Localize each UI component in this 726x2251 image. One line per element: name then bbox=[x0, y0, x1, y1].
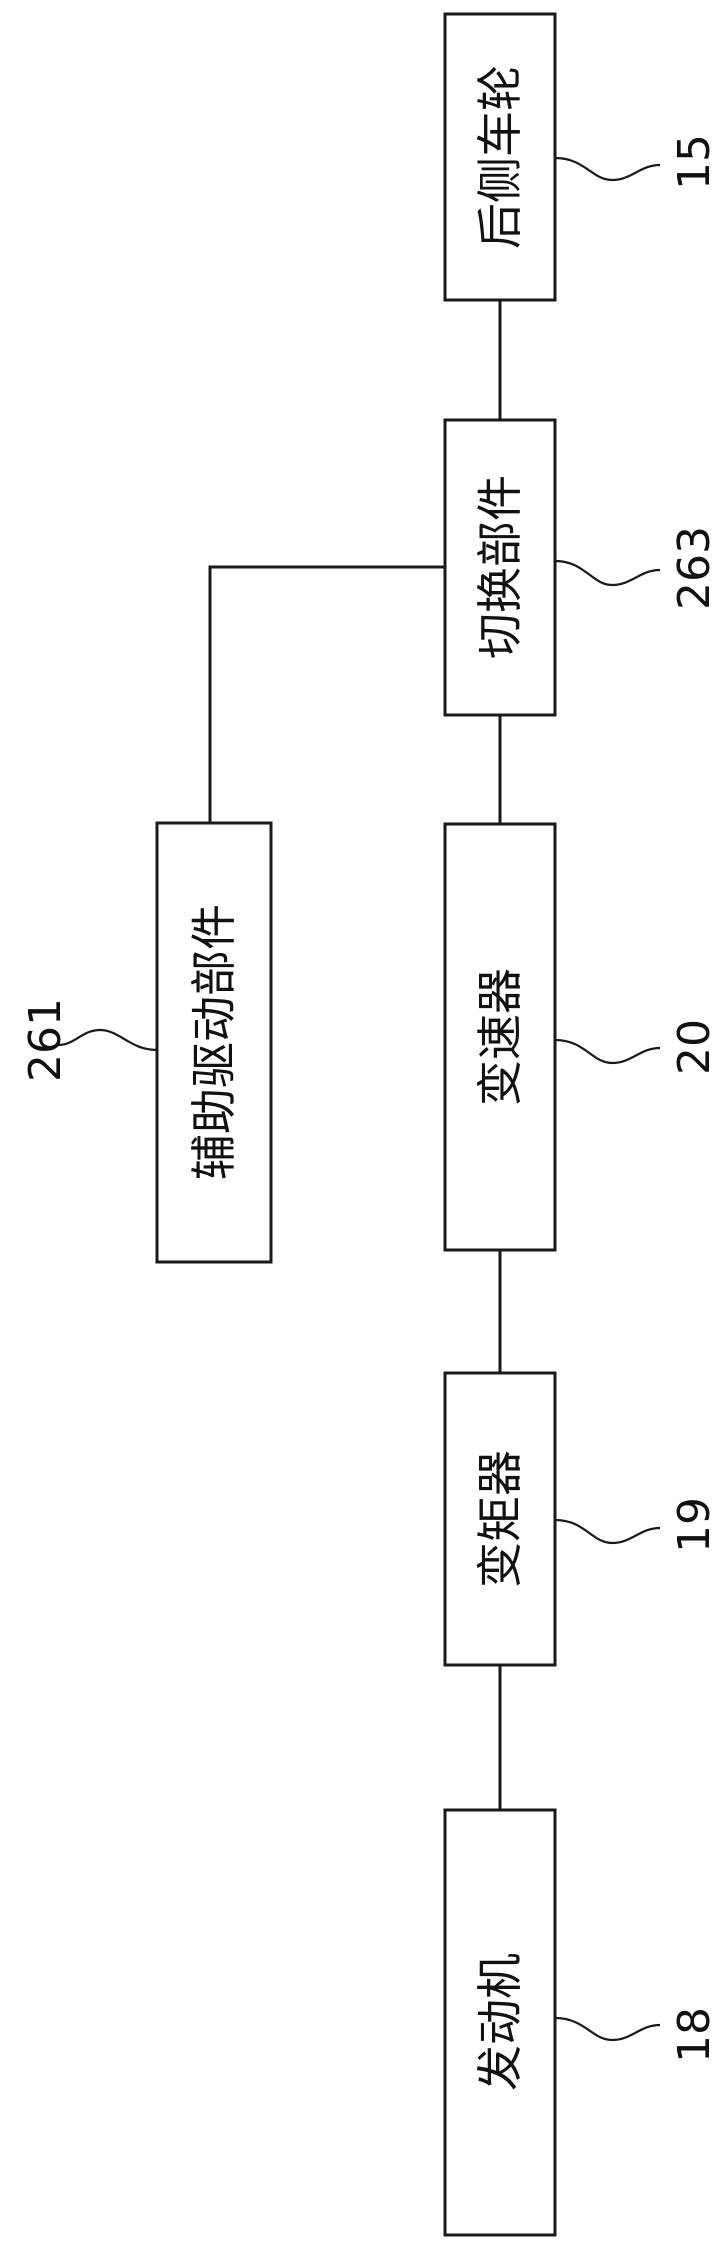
switching-part-leader bbox=[554, 559, 661, 587]
line-aux-drive-switching-part bbox=[208, 565, 445, 823]
block-aux-drive-part: 辅助驱动部件 261 bbox=[20, 821, 273, 1264]
switching-part-label: 切换部件 bbox=[473, 475, 527, 659]
block-rear-wheel: 后侧车轮 15 bbox=[443, 12, 720, 302]
rear-wheel-leader bbox=[554, 156, 661, 182]
block-switching-part: 切换部件 263 bbox=[443, 418, 720, 717]
torque-converter-box bbox=[443, 1371, 557, 1667]
torque-converter-ref: 19 bbox=[669, 1497, 720, 1553]
engine-box bbox=[443, 1808, 557, 2237]
transmission-leader bbox=[554, 1038, 661, 1065]
block-transmission: 变速器 20 bbox=[443, 822, 720, 1252]
aux-drive-part-label: 辅助驱动部件 bbox=[187, 904, 241, 1180]
engine-ref: 18 bbox=[669, 2007, 720, 2063]
block-torque-converter: 变矩器 19 bbox=[443, 1371, 720, 1667]
block-engine: 发动机 18 bbox=[443, 1808, 720, 2237]
engine-leader bbox=[554, 2016, 661, 2042]
rear-wheel-ref: 15 bbox=[669, 134, 720, 190]
torque-converter-leader bbox=[554, 1518, 661, 1545]
transmission-ref: 20 bbox=[669, 1019, 720, 1075]
aux-drive-part-leader bbox=[57, 1028, 158, 1052]
rear-wheel-box bbox=[443, 12, 557, 302]
transmission-label: 变速器 bbox=[473, 968, 527, 1106]
switching-part-ref: 263 bbox=[669, 526, 720, 610]
torque-converter-label: 变矩器 bbox=[473, 1450, 527, 1588]
connections bbox=[208, 300, 502, 1810]
aux-drive-part-ref: 261 bbox=[20, 998, 71, 1082]
switching-part-box bbox=[443, 418, 557, 717]
engine-label: 发动机 bbox=[473, 1953, 527, 2091]
transmission-box bbox=[443, 822, 557, 1252]
aux-drive-part-box bbox=[155, 821, 273, 1264]
rear-wheel-label: 后侧车轮 bbox=[473, 65, 527, 249]
